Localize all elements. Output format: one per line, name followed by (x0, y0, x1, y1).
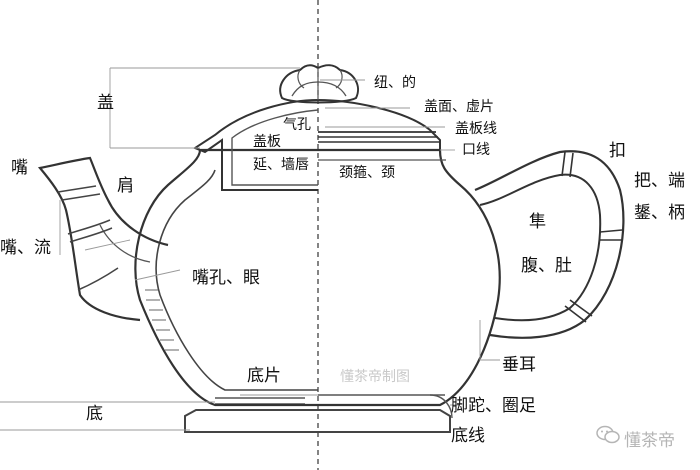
label-spout-flow: 嘴、流 (0, 238, 51, 258)
leader-lines (0, 67, 500, 431)
label-tenon: 隼 (529, 212, 546, 232)
watermark: 懂茶帝制图 (340, 369, 410, 385)
teapot-base (184, 409, 451, 433)
label-lid: 盖 (97, 93, 114, 113)
label-bottom: 底 (86, 404, 103, 424)
label-belly: 腹、肚 (521, 256, 572, 276)
wechat-icon (596, 425, 620, 445)
label-lid-surface: 盖面、虚片 (424, 99, 494, 115)
teapot-body-right (318, 148, 501, 407)
teapot-spout (37, 156, 169, 322)
label-wall-lip: 延、墙唇 (253, 157, 309, 173)
lid-knob (279, 64, 359, 104)
label-air-hole: 气孔 (283, 117, 311, 133)
label-base-plate: 底片 (247, 366, 281, 386)
label-shoulder: 肩 (117, 176, 134, 196)
label-foot-ring: 脚跎、圈足 (451, 396, 536, 416)
lid-right (317, 99, 441, 150)
teapot-wall-left (155, 169, 318, 391)
label-mouth-line: 口线 (462, 142, 490, 158)
teapot-handle (474, 150, 625, 339)
label-spout-hole: 嘴孔、眼 (192, 268, 260, 288)
label-hanging-ear: 垂耳 (502, 355, 536, 375)
label-spout: 嘴 (11, 158, 28, 178)
label-lid-plate: 盖板 (253, 134, 281, 150)
label-lid-plate-line: 盖板线 (455, 121, 497, 137)
label-handle-grip: 鋬、柄 (634, 203, 685, 223)
teapot-body-left (134, 148, 318, 407)
label-neck: 颈箍、颈 (339, 165, 395, 181)
label-bottom-line: 底线 (451, 426, 485, 446)
brand-text: 懂茶帝 (624, 431, 675, 451)
label-knob: 纽、的 (374, 75, 416, 91)
label-buckle: 扣 (609, 141, 626, 161)
label-handle-end: 把、端 (634, 171, 685, 191)
